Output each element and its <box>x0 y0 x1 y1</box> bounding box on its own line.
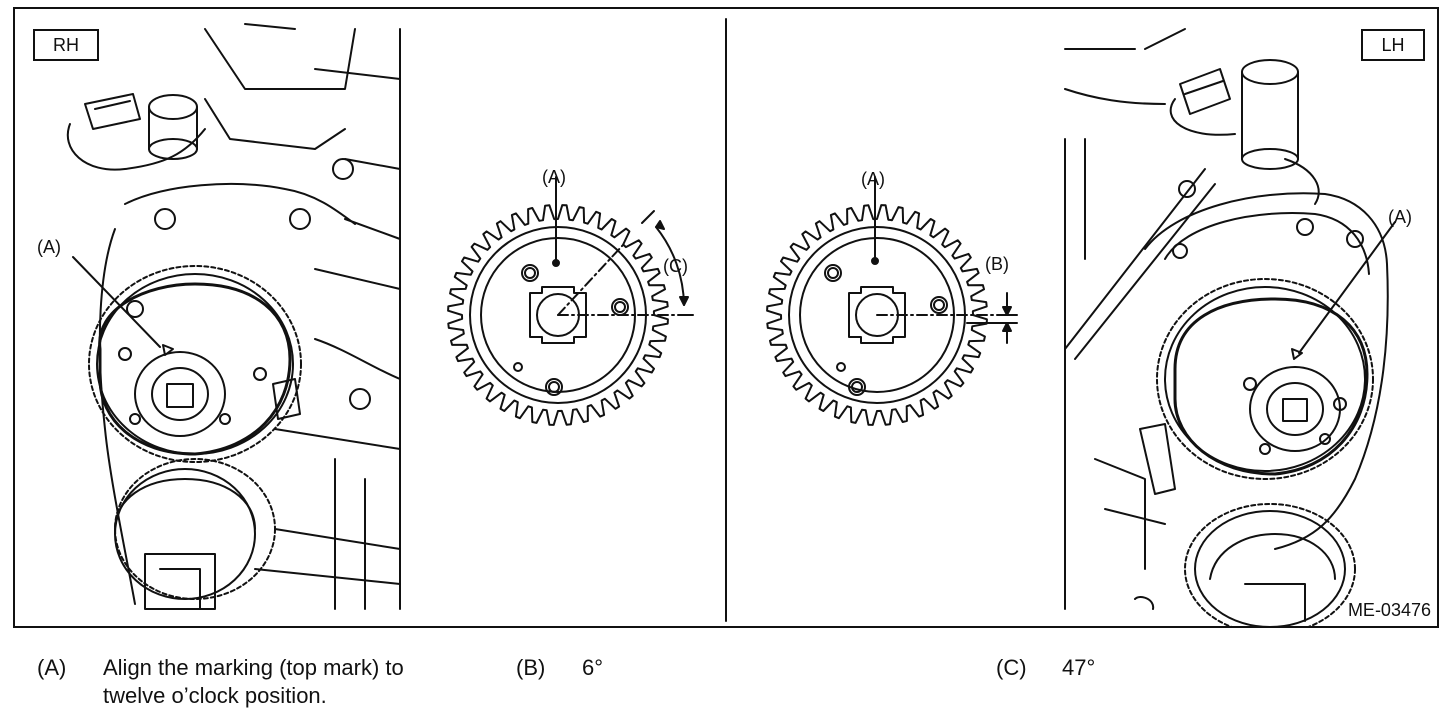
lh-sprocket-detail <box>766 176 1018 426</box>
legend-key-b: (B) <box>516 655 546 680</box>
callout-a-rh-sprocket: (A) <box>542 167 566 187</box>
figure-code: ME-03476 <box>1347 600 1431 620</box>
callout-a-rh-engine: (A) <box>37 237 61 257</box>
figure-frame: RH LH (A) (A) (C) (A) (B) (A) ME-03476 <box>13 7 1439 628</box>
legend-key-c: (C) <box>996 655 1027 680</box>
legend-text-a-line2: twelve o’clock position. <box>103 683 327 708</box>
legend-text-a-line1: Align the marking (top mark) to <box>103 655 404 680</box>
engine-illustration <box>66 18 1396 626</box>
callout-a-lh-engine: (A) <box>1388 207 1412 227</box>
callout-a-lh-sprocket: (A) <box>861 169 885 189</box>
lh-engine-drawing <box>1064 28 1396 626</box>
legend-item-c: (C) 47° <box>996 654 1136 684</box>
legend-item-a: (A) Align the marking (top mark) to twel… <box>37 654 477 714</box>
legend-text-c: 47° <box>1062 655 1096 680</box>
callout-b: (B) <box>985 254 1009 274</box>
legend-key-a: (A) <box>37 655 67 680</box>
legend-item-b: (B) 6° <box>516 654 656 684</box>
legend-text-b: 6° <box>582 655 604 680</box>
callout-c: (C) <box>663 256 688 276</box>
rh-sprocket-detail <box>447 176 694 426</box>
lh-label: LH <box>1361 29 1425 61</box>
rh-engine-drawing <box>66 23 401 610</box>
rh-label: RH <box>33 29 99 61</box>
